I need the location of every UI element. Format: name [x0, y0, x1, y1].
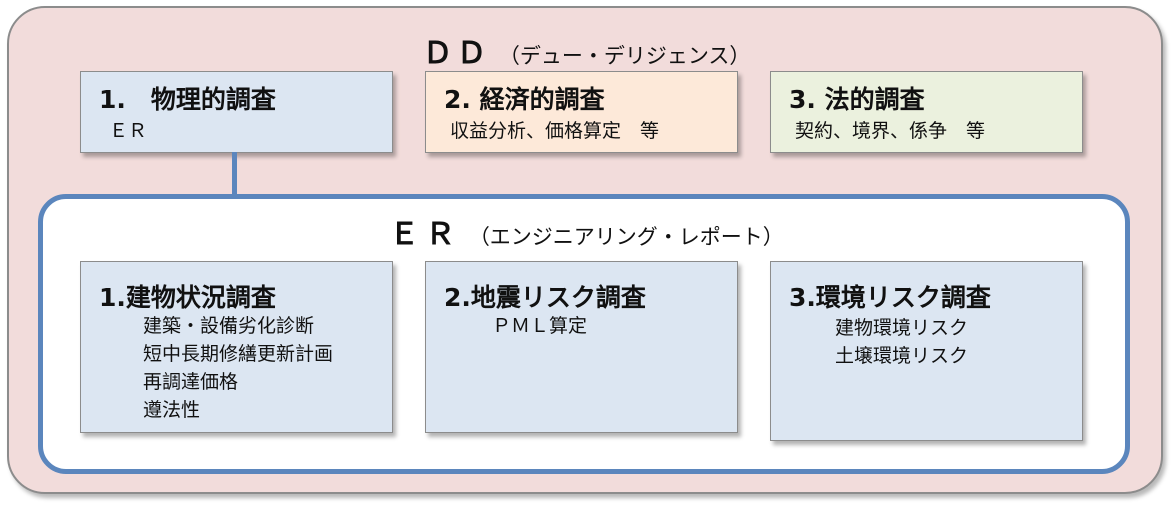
er-title-main: ＥＲ [389, 217, 462, 252]
er-box-earthquake: 2.地震リスク調査 ＰＭＬ算定 [425, 261, 738, 433]
dd-title-sub: （デュー・デリジェンス） [498, 44, 751, 68]
er-box-earthquake-title: 2.地震リスク調査 [444, 283, 646, 312]
er-box-environment: 3.環境リスク調査 建物環境リスク 土壌環境リスク [770, 261, 1083, 441]
dd-title-main: ＤＤ [422, 36, 491, 71]
dd-box-economic-title: 2. 経済的調査 [444, 85, 605, 114]
er-box-environment-title: 3.環境リスク調査 [789, 283, 991, 312]
dd-box-legal: 3. 法的調査 契約、境界、係争 等 [770, 71, 1083, 153]
er-box-building-list: 建築・設備劣化診断 短中長期修繕更新計画 再調達価格 遵法性 [143, 312, 333, 424]
list-item: 建物環境リスク [835, 317, 969, 339]
dd-box-physical-title: 1. 物理的調査 [99, 85, 276, 114]
list-item: 土壌環境リスク [835, 345, 969, 367]
dd-box-physical: 1. 物理的調査 ＥＲ [80, 71, 393, 153]
dd-box-legal-title: 3. 法的調査 [789, 85, 925, 114]
list-item: 再調達価格 [143, 371, 239, 393]
er-box-earthquake-list: ＰＭＬ算定 [492, 312, 587, 340]
list-item: 建築・設備劣化診断 [143, 315, 315, 337]
er-title-sub: （エンジニアリング・レポート） [468, 225, 784, 249]
er-box-environment-list: 建物環境リスク 土壌環境リスク [835, 314, 968, 370]
dd-box-physical-sub: ＥＲ [109, 120, 148, 142]
list-item: 遵法性 [143, 399, 201, 421]
er-box-building: 1.建物状況調査 建築・設備劣化診断 短中長期修繕更新計画 再調達価格 遵法性 [80, 261, 393, 433]
dd-box-legal-sub: 契約、境界、係争 等 [795, 120, 986, 142]
list-item: 短中長期修繕更新計画 [143, 343, 334, 365]
er-box-building-title: 1.建物状況調査 [99, 283, 276, 312]
connector-line [232, 152, 237, 198]
dd-box-economic: 2. 経済的調査 収益分析、価格算定 等 [425, 71, 738, 153]
dd-box-economic-sub: 収益分析、価格算定 等 [450, 120, 660, 142]
dd-title: ＤＤ （デュー・デリジェンス） [0, 28, 1173, 72]
list-item: ＰＭＬ算定 [492, 315, 588, 337]
er-title: ＥＲ （エンジニアリング・レポート） [0, 209, 1173, 253]
